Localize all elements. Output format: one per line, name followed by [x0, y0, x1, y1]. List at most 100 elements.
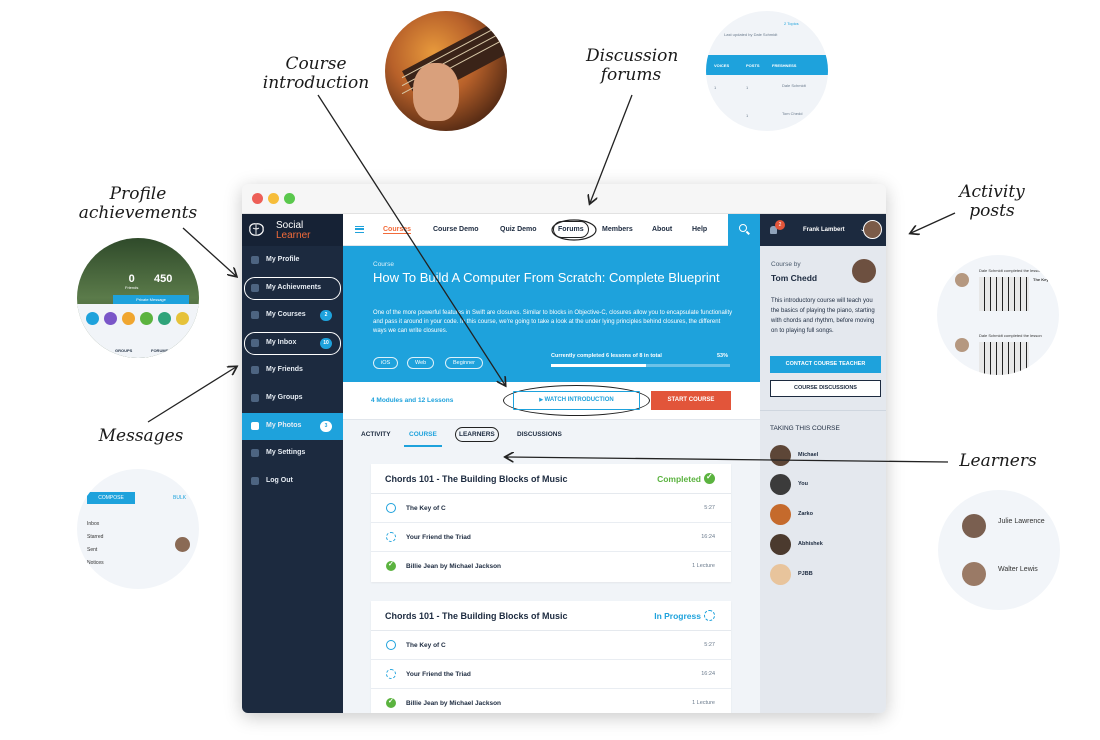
module-card: Chords 101 - The Building Blocks of Musi…	[371, 464, 731, 582]
folder-inbox[interactable]: Inbox	[87, 521, 100, 527]
learner-item[interactable]: Michael	[770, 445, 880, 467]
annotation-circle	[503, 385, 650, 416]
activity-lesson-name: The Key	[1033, 277, 1049, 282]
teacher-name[interactable]: Tom Chedd	[771, 273, 818, 283]
watch-introduction-button[interactable]: WATCH INTRODUCTION	[513, 391, 640, 410]
tab-activity[interactable]: ACTIVITY	[361, 431, 391, 438]
nav-members[interactable]: Members	[602, 226, 633, 233]
lesson-row[interactable]: The Key of C 5:27	[371, 494, 731, 523]
course-intro-image-bubble	[385, 11, 507, 131]
sidebar-item-my-settings[interactable]: My Settings	[242, 440, 343, 467]
folder-notices[interactable]: Notices	[87, 560, 104, 566]
top-navigation: Courses Course Demo Quiz Demo Forums Mem…	[343, 214, 728, 246]
nav-courses[interactable]: Courses	[383, 226, 412, 234]
hamburger-menu-icon[interactable]	[355, 226, 364, 233]
sidebar-item-label: My Profile	[266, 256, 300, 263]
sidebar-item-log-out[interactable]: Log Out	[242, 468, 343, 495]
private-message-button[interactable]: Private Message	[113, 295, 189, 304]
course-discussions-button[interactable]: COURSE DISCUSSIONS	[770, 380, 881, 397]
teacher-avatar[interactable]	[852, 259, 876, 283]
nav-quiz-demo[interactable]: Quiz Demo	[500, 226, 537, 233]
bulk-button[interactable]: BULK	[173, 495, 187, 501]
lesson-row[interactable]: Billie Jean by Michael Jackson 1 Lecture	[371, 689, 731, 713]
forum-topics-count: 2 Topics	[784, 21, 799, 26]
sidebar-item-label: My Courses	[266, 311, 306, 318]
forum-row-user: Tom Chedd	[782, 111, 803, 116]
tag-beginner[interactable]: Beginner	[445, 357, 484, 369]
nav-about[interactable]: About	[652, 226, 673, 233]
forum-row-voices: 1	[714, 113, 717, 118]
arrow-activity-posts	[911, 212, 956, 233]
folder-starred[interactable]: Starred	[87, 534, 104, 540]
lesson-row[interactable]: Your Friend the Triad 16:24	[371, 660, 731, 689]
achievement-badge-icon	[176, 312, 189, 325]
app-logo[interactable]: Social Learner	[242, 214, 343, 246]
lesson-name: Your Friend the Triad	[406, 671, 471, 678]
profile-tab-groups[interactable]: GROUPS	[115, 348, 133, 353]
sidebar-item-my-groups[interactable]: My Groups	[242, 385, 343, 412]
lesson-name: The Key of C	[406, 642, 446, 649]
sidebar-item-my-inbox[interactable]: My Inbox 10	[242, 330, 343, 357]
sidebar-item-my-friends[interactable]: My Friends	[242, 357, 343, 384]
forum-row-user: Dale Schmidt	[782, 83, 806, 88]
close-window-button[interactable]	[252, 193, 263, 204]
start-course-button[interactable]: START COURSE	[651, 391, 731, 410]
course-cta-row: 4 Modules and 12 Lessons WATCH INTRODUCT…	[343, 382, 760, 420]
learner-item[interactable]: You	[770, 474, 880, 496]
sidebar-item-label: My Friends	[266, 366, 303, 373]
module-title: Chords 101 - The Building Blocks of Musi…	[385, 611, 568, 621]
learner-item[interactable]: Abhishek	[770, 534, 880, 556]
achievement-badge-icon	[104, 312, 117, 325]
tab-discussions[interactable]: DISCUSSIONS	[517, 431, 562, 438]
user-avatar[interactable]	[863, 220, 882, 239]
sidebar-item-my-achievements[interactable]: My Achievments	[242, 275, 343, 302]
avatar	[770, 504, 791, 525]
learner-item[interactable]: PJBB	[770, 564, 880, 586]
lesson-row[interactable]: Billie Jean by Michael Jackson 1 Lecture	[371, 552, 731, 581]
lesson-duration: 16:24	[701, 534, 715, 540]
activity-posts-bubble: Dale Schmidt completed the lesson The Ke…	[937, 255, 1059, 375]
sidebar-item-my-profile[interactable]: My Profile	[242, 247, 343, 274]
folder-sent[interactable]: Sent	[87, 547, 98, 553]
search-icon	[739, 224, 747, 232]
search-button[interactable]	[728, 214, 760, 246]
discussion-forum-bubble: 2 Topics Last updated by Dale Schmidt VO…	[706, 11, 828, 131]
lesson-row[interactable]: Your Friend the Triad 16:24	[371, 523, 731, 552]
achievement-badge-icon	[86, 312, 99, 325]
maximize-window-button[interactable]	[284, 193, 295, 204]
tag-web[interactable]: Web	[407, 357, 435, 369]
app-window: Social Learner My Profile My Achievments…	[242, 184, 886, 713]
chevron-down-icon[interactable]: ⌄	[860, 226, 865, 233]
lesson-name: Billie Jean by Michael Jackson	[406, 563, 502, 570]
module-status: Completed	[657, 474, 701, 484]
inbox-icon	[251, 339, 259, 347]
tab-learners[interactable]: LEARNERS	[455, 427, 499, 442]
user-name-menu[interactable]: Frank Lambert	[803, 227, 845, 233]
profile-tab-forums[interactable]: FORUMS	[151, 348, 169, 353]
lesson-completed-icon	[386, 697, 396, 708]
compose-button[interactable]: COMPOSE	[87, 492, 135, 504]
followers-count: 450	[154, 273, 173, 285]
lesson-duration: 1 Lecture	[692, 700, 715, 706]
lesson-row[interactable]: The Key of C 5:27	[371, 631, 731, 660]
book-icon	[251, 311, 259, 319]
contact-teacher-button[interactable]: CONTACT COURSE TEACHER	[770, 356, 881, 373]
learner-name: Zarko	[798, 511, 813, 517]
sidebar-item-my-courses[interactable]: My Courses 2	[242, 302, 343, 329]
tag-ios[interactable]: iOS	[373, 357, 399, 369]
minimize-window-button[interactable]	[268, 193, 279, 204]
avatar	[770, 534, 791, 555]
search-icon-handle	[746, 230, 750, 235]
notification-bell-icon[interactable]	[770, 226, 777, 234]
tab-course[interactable]: COURSE	[404, 431, 442, 447]
sidebar-item-my-photos[interactable]: My Photos 3	[242, 413, 343, 440]
learner-item[interactable]: Zarko	[770, 504, 880, 526]
window-titlebar	[242, 184, 886, 214]
avatar	[955, 273, 969, 287]
nav-help[interactable]: Help	[692, 226, 708, 233]
nav-forums[interactable]: Forums	[553, 221, 589, 238]
nav-course-demo[interactable]: Course Demo	[433, 226, 479, 233]
lesson-name: Your Friend the Triad	[406, 534, 471, 541]
